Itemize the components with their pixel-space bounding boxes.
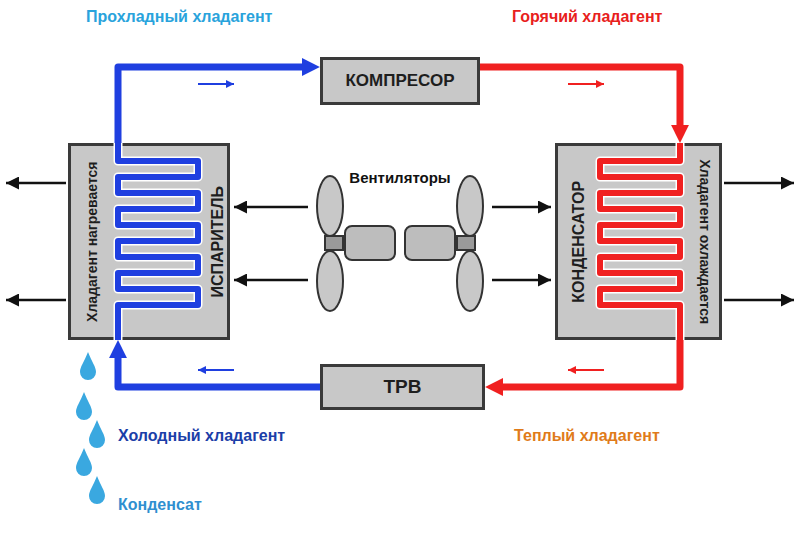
fan-hub — [457, 236, 475, 250]
airflow-arrow — [234, 279, 308, 282]
flow-arrow — [198, 83, 234, 85]
fan-blade — [317, 251, 343, 311]
box-note: Хладагент нагревается — [84, 149, 99, 334]
box-title: ТРВ — [384, 376, 422, 398]
flow-arrow — [568, 83, 604, 85]
coil-outline — [118, 143, 198, 340]
pipe-label: Горячий хладагент — [512, 8, 662, 26]
flow-arrow — [198, 369, 234, 371]
fan-label: Вентиляторы — [349, 169, 450, 186]
fan-motor — [405, 226, 455, 260]
coil-outline — [600, 143, 680, 340]
airflow-arrow — [724, 182, 794, 185]
condensate-label: Конденсат — [118, 496, 202, 514]
box-title: КОМПРЕСОР — [345, 71, 454, 91]
airflow-arrow — [6, 299, 66, 302]
airflow-arrow — [492, 206, 551, 209]
water-drop — [76, 392, 92, 420]
fan-left — [317, 176, 395, 311]
fan-blade — [457, 251, 483, 311]
water-drop — [89, 476, 105, 504]
water-drop — [89, 420, 105, 448]
refrigerant-pipe — [118, 352, 320, 387]
pipe-label: Прохладный хладагент — [86, 8, 272, 26]
compressor-box: КОМПРЕСОР — [320, 57, 480, 105]
box-note: Хладагент охлаждается — [696, 149, 711, 334]
refrigerant-pipe — [480, 67, 680, 131]
airflow-arrow — [234, 206, 308, 209]
condenser-box: КОНДЕНСАТОР Хладагент охлаждается — [555, 143, 722, 340]
water-drop — [76, 448, 92, 476]
fan-motor — [345, 226, 395, 260]
airflow-arrow — [724, 299, 794, 302]
flow-arrows — [198, 84, 604, 370]
airflow-arrow — [492, 279, 551, 282]
fan-blade — [317, 176, 343, 236]
box-title: ИСПАРИТЕЛЬ — [209, 152, 227, 332]
refrigerant-pipe — [118, 67, 308, 143]
flow-arrow — [568, 369, 604, 371]
coil-tube — [600, 143, 680, 340]
pipe-label: Теплый хладагент — [514, 427, 660, 445]
condensate-drops — [76, 352, 105, 504]
expansion-valve-box: ТРВ — [320, 364, 485, 410]
water-drop — [80, 352, 96, 380]
evaporator-box: ИСПАРИТЕЛЬ Хладагент нагревается — [68, 143, 230, 340]
airflow-arrow — [6, 182, 66, 185]
box-title: КОНДЕНСАТОР — [569, 149, 587, 334]
fan-right — [405, 176, 483, 311]
fan-hub — [325, 236, 343, 250]
fan-blade — [457, 176, 483, 236]
refrigerant-pipe — [497, 340, 680, 387]
pipe-label: Холодный хладагент — [118, 427, 285, 445]
coil-tube — [118, 143, 198, 340]
